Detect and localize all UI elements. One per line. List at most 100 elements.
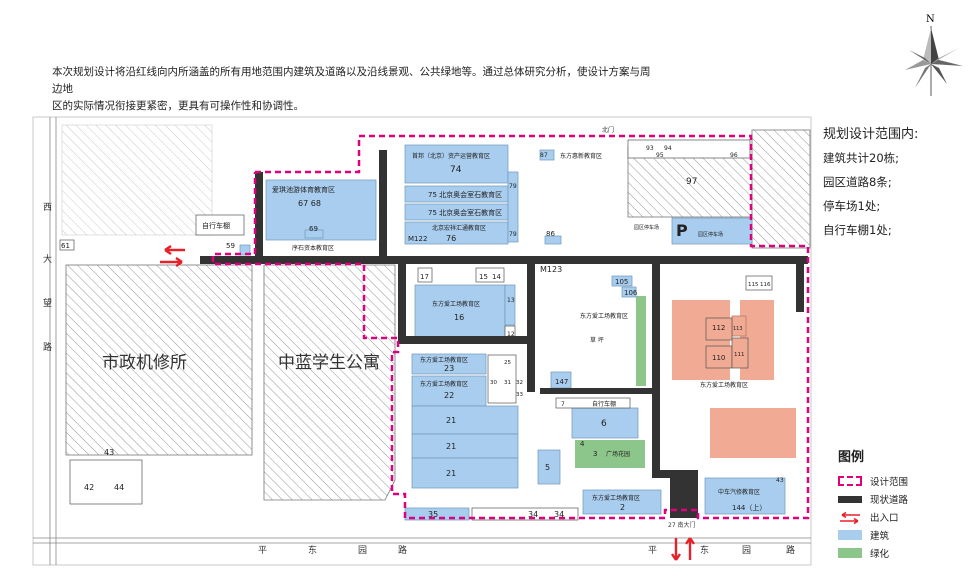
road-label: 街 xyxy=(380,208,386,216)
design-boundary xyxy=(211,134,810,520)
compass-label: N xyxy=(926,14,935,25)
building-label: 东方爱工场教育区 xyxy=(592,494,640,502)
building-61 xyxy=(59,239,75,251)
building-label: 34 xyxy=(528,510,538,519)
building-label: 93 xyxy=(646,145,654,152)
building-label: 33 xyxy=(516,392,523,398)
building-label: 2 xyxy=(620,503,625,512)
building-label: 32 xyxy=(516,380,523,386)
building-label: 东方爱工场教育区 xyxy=(432,300,480,308)
area-label-shizheng: 市政机修所 xyxy=(102,353,187,373)
building-6 xyxy=(571,407,639,439)
building-label: 75 北京奥会室石教育区 xyxy=(428,190,502,199)
building-label: 东方惠新教育区 xyxy=(560,152,602,160)
building-74 xyxy=(404,144,509,184)
building-label: 59 xyxy=(226,242,235,250)
building-label: 144（上） xyxy=(732,503,766,512)
bike-shed-nw xyxy=(195,214,245,236)
building-15-14 xyxy=(475,267,505,283)
legend-label: 建筑 xyxy=(870,531,890,542)
bike-shed-c xyxy=(555,397,631,409)
building-label: 广场花园 xyxy=(606,450,630,458)
area-label-zhonglan: 中蓝学生公寓 xyxy=(278,353,380,373)
north-arrow-icon: N xyxy=(895,8,967,102)
road-label: 园 xyxy=(358,545,367,556)
building-86 xyxy=(544,235,562,245)
building-label: 25 xyxy=(504,360,511,366)
building-label: 67 68 xyxy=(298,199,321,208)
gate-label: 北门 xyxy=(602,126,614,134)
building-label: 97 xyxy=(686,177,697,187)
road-label: 路 xyxy=(398,544,407,556)
building-42-44 xyxy=(69,459,143,505)
building-label: 草 坪 xyxy=(590,336,604,344)
road-label: 平 xyxy=(258,545,267,556)
summary-line: 自行车棚1处; xyxy=(823,223,892,237)
road-label: 西 xyxy=(43,202,52,213)
building-21c xyxy=(411,457,519,489)
building-label: 16 xyxy=(454,313,464,322)
building-label: 17 xyxy=(420,273,429,281)
hatched-area-shizheng xyxy=(65,264,253,456)
building-23 xyxy=(411,353,487,375)
building-label: 14 xyxy=(492,273,501,281)
building-label: 6 xyxy=(601,419,607,429)
green-strip xyxy=(636,296,646,386)
arrow-icon xyxy=(838,511,862,525)
road-e1 xyxy=(796,262,804,312)
intro-text: 本次规划设计将沿红线向内所涵盖的所有用地范围内建筑及道路以及沿线景观、公共绿地等… xyxy=(52,64,652,115)
building-115-116 xyxy=(745,275,773,291)
map-legend: 图例 设计范围 现状道路 出入口 建筑 绿化 xyxy=(838,446,978,562)
summary-line: 停车场1处; xyxy=(823,199,881,213)
building-25-33 xyxy=(487,354,517,404)
building-label: 69 xyxy=(309,225,318,233)
building-label: 74 xyxy=(450,165,462,175)
building-label: 113 xyxy=(733,326,743,332)
road-c5 xyxy=(540,388,652,394)
building-label: 44 xyxy=(114,483,124,492)
building-label: 中车汽修教育区 xyxy=(718,488,760,496)
building-21b xyxy=(411,433,519,459)
building-label: 东方爱工场教育区 xyxy=(580,312,628,320)
road-label: 平 xyxy=(648,545,657,556)
building-label: 园区停车场 xyxy=(634,224,659,231)
entrance-arrows xyxy=(160,245,695,561)
building-label: 13 xyxy=(507,297,515,304)
building-79 xyxy=(507,171,519,243)
summary-line: 建筑共计20栋; xyxy=(823,151,900,165)
building-label: 43 xyxy=(776,477,784,484)
building-label: 12 xyxy=(507,331,515,338)
hatched-area-zhonglan xyxy=(263,264,396,501)
road-label: 大 xyxy=(380,166,386,174)
building-label: 79 xyxy=(509,231,517,238)
green-plaza xyxy=(575,440,645,468)
building-label: 园区停车场 xyxy=(698,231,723,238)
plan-summary: 规划设计范围内: 建筑共计20栋; 园区道路8条; 停车场1处; 自行车棚1处; xyxy=(823,124,973,242)
building-2 xyxy=(582,489,662,515)
plan-summary-title: 规划设计范围内: xyxy=(823,127,919,142)
road-c4 xyxy=(652,262,660,478)
building-label: 5 xyxy=(545,463,550,472)
dashed-boundary-swatch xyxy=(838,476,862,486)
building-112-box xyxy=(705,317,733,341)
building-label: 105 xyxy=(615,278,628,286)
road-w1 xyxy=(255,172,263,262)
building-label: 96 xyxy=(730,152,738,159)
building-label: 东方爱工场教育区 xyxy=(420,356,468,364)
building-label: 61 xyxy=(61,242,70,250)
building-87 xyxy=(539,149,555,161)
building-label: 42 xyxy=(84,483,94,492)
building-label: 87 xyxy=(540,152,548,159)
road-main-ew xyxy=(200,256,808,264)
building-label: 21 xyxy=(446,416,456,425)
road-swatch xyxy=(838,495,862,503)
building-label: 7 xyxy=(561,401,565,408)
building-label: 94 xyxy=(664,145,672,152)
building-label: 112 xyxy=(712,324,725,332)
legend-item-green: 绿化 xyxy=(838,544,978,562)
building-label: 115 xyxy=(748,282,759,288)
building-label: 43 xyxy=(104,448,114,457)
building-5 xyxy=(537,449,561,485)
building-label: 东方爱工场教育区 xyxy=(420,380,468,388)
building-label: 110 xyxy=(712,354,725,362)
